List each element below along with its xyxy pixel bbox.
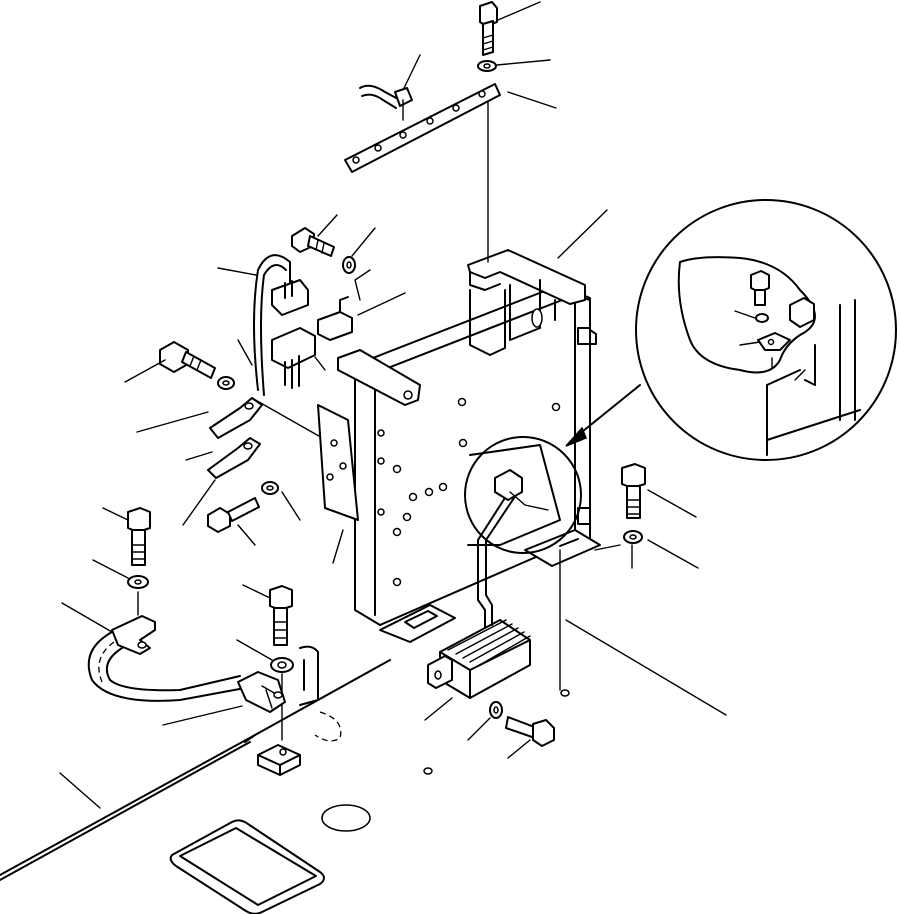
right-bolt <box>621 463 699 569</box>
upper-left-bolt <box>291 214 376 274</box>
large-detail-view <box>635 199 897 461</box>
left-vertical-bolt <box>61 507 156 655</box>
hose <box>87 631 342 742</box>
inner-detail-circle <box>464 436 582 691</box>
detail-arrow <box>565 384 641 447</box>
wire-harness <box>136 254 341 479</box>
controller-box <box>424 489 555 759</box>
top-hardware <box>344 1 557 263</box>
center-bolt <box>236 584 301 776</box>
left-bolt <box>124 341 235 390</box>
floor-plate <box>0 659 570 914</box>
middle-bolt <box>182 479 301 546</box>
bracket-clip <box>317 269 406 341</box>
foot-plate <box>379 529 601 643</box>
mounting-plate <box>317 404 359 564</box>
upper-plate <box>337 349 421 406</box>
leader-lines <box>557 209 727 716</box>
